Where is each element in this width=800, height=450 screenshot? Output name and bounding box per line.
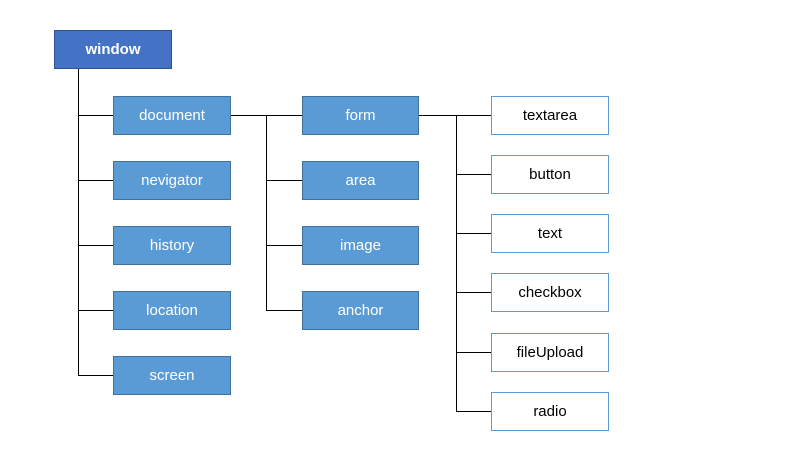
node-nevigator: nevigator — [113, 161, 231, 200]
node-label: window — [85, 41, 141, 58]
node-radio: radio — [491, 392, 609, 431]
node-label: area — [345, 172, 376, 189]
node-fileupload: fileUpload — [491, 333, 609, 372]
node-label: radio — [533, 403, 567, 420]
node-document: document — [113, 96, 231, 135]
node-label: nevigator — [141, 172, 203, 189]
node-anchor: anchor — [302, 291, 419, 330]
node-label: button — [529, 166, 571, 183]
node-label: text — [537, 225, 563, 242]
node-location: location — [113, 291, 231, 330]
node-text: text — [491, 214, 609, 253]
node-label: textarea — [522, 107, 578, 124]
node-label: image — [340, 237, 381, 254]
node-label: anchor — [337, 302, 384, 319]
node-area: area — [302, 161, 419, 200]
node-screen: screen — [113, 356, 231, 395]
node-image: image — [302, 226, 419, 265]
node-button: button — [491, 155, 609, 194]
node-form: form — [302, 96, 419, 135]
node-textarea: textarea — [491, 96, 609, 135]
node-checkbox: checkbox — [491, 273, 609, 312]
node-label: screen — [149, 367, 195, 384]
node-label: history — [149, 237, 195, 254]
node-history: history — [113, 226, 231, 265]
node-label: checkbox — [518, 284, 582, 301]
node-label: form — [345, 107, 376, 124]
node-window: window — [54, 30, 172, 69]
node-label: document — [139, 107, 205, 124]
node-label: location — [146, 302, 198, 319]
node-label: fileUpload — [516, 344, 584, 361]
